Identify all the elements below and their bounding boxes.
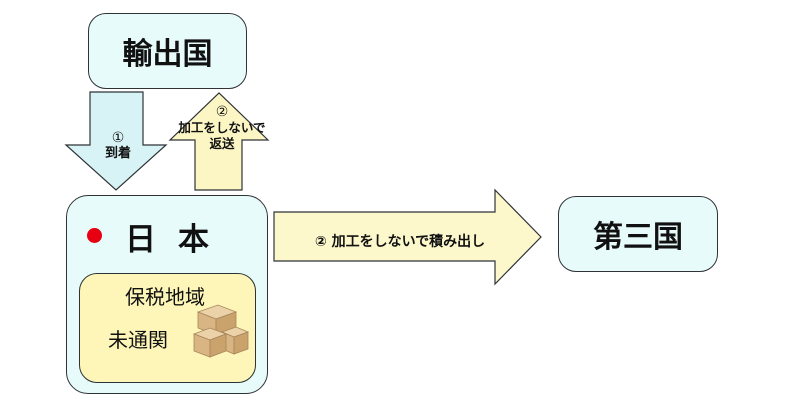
bonded-area-label: 保税地域 (125, 285, 205, 309)
export-country-label: 輸出国 (122, 37, 213, 72)
export-country-node: 輸出国 (88, 13, 247, 89)
reexport-arrow (273, 188, 542, 286)
arrival-step-number: ① (111, 130, 125, 146)
uncleared-label: 未通関 (108, 328, 168, 352)
japan-label: 日本 (125, 222, 231, 258)
japanese-flag-icon (87, 228, 102, 243)
bonded-area-node: 保税地域 未通関 (79, 273, 256, 383)
reexport-arrow-label: ② 加工をしないで積み出し (314, 234, 486, 250)
return-text-line2: 返送 (209, 136, 235, 151)
return-arrow-label: ② 加工をしないで 返送 (170, 104, 274, 152)
return-arrow (168, 92, 270, 191)
return-step-number: ② (215, 104, 229, 120)
arrival-arrow (64, 91, 168, 191)
japan-node: 日本 保税地域 未通関 (66, 195, 268, 394)
arrival-text: 到着 (104, 146, 131, 161)
third-country-label: 第三国 (593, 220, 683, 255)
cardboard-boxes-icon (192, 304, 250, 358)
return-text-line1: 加工をしないで (178, 120, 266, 135)
third-country-node: 第三国 (558, 196, 718, 272)
arrival-arrow-label: ① 到着 (98, 130, 138, 162)
